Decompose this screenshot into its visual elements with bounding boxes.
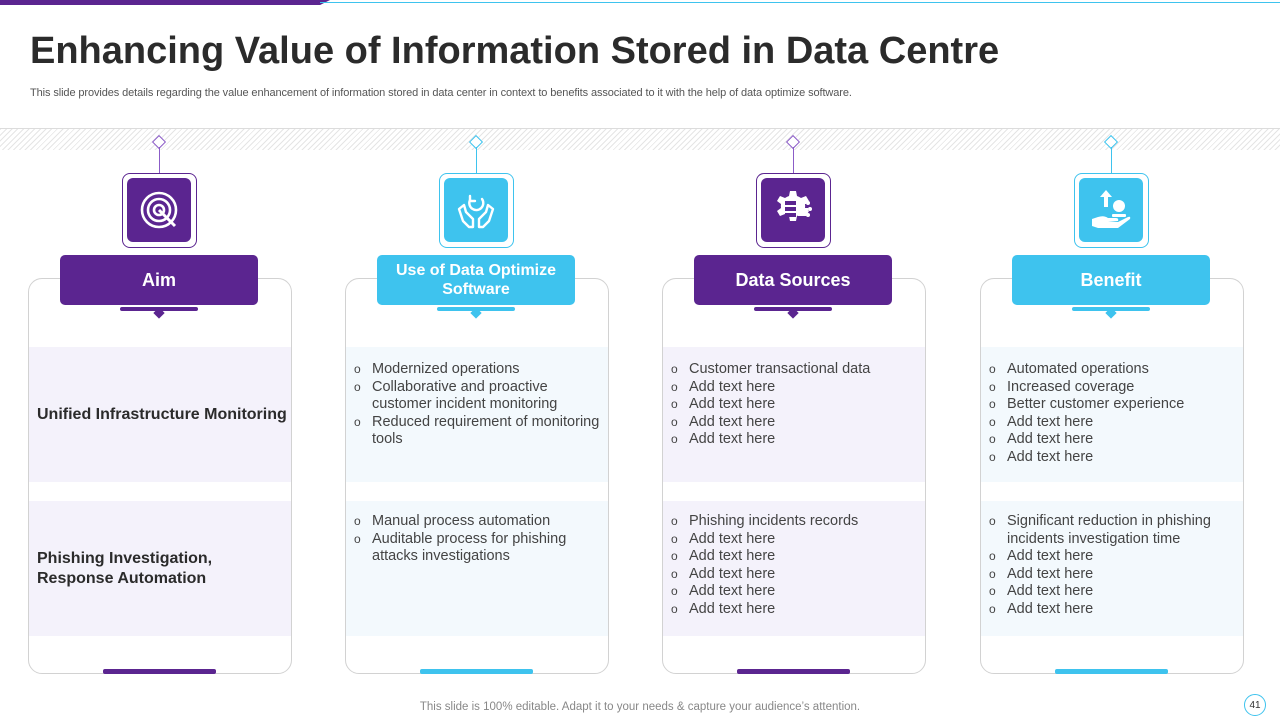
connector-line: [476, 147, 477, 173]
card-bottom-bar: [1055, 669, 1168, 674]
connector-line: [1111, 147, 1112, 173]
list-item: Modernized operations: [354, 361, 604, 379]
page-number: 41: [1244, 694, 1266, 716]
header-benefit: Benefit: [1012, 255, 1210, 305]
connector-line: [793, 147, 794, 173]
list-item: Manual process automation: [354, 513, 604, 531]
list-item: Add text here: [989, 431, 1239, 449]
column-benefit: Automated operations Increased coverage …: [980, 0, 1244, 720]
icon-frame: [439, 173, 514, 248]
list-item: Add text here: [671, 583, 921, 601]
header-aim: Aim: [60, 255, 258, 305]
bullet-list-2: Significant reduction in phishing incide…: [989, 513, 1239, 619]
list-item: Reduced requirement of monitoring tools: [354, 414, 604, 449]
list-item: Increased coverage: [989, 379, 1239, 397]
column-use-of-software: Modernized operations Collaborative and …: [345, 0, 609, 720]
hand-money-growth-icon: [1092, 190, 1131, 228]
gear-data-icon: [777, 191, 812, 221]
list-item: Phishing incidents records: [671, 513, 921, 531]
top-accent-bar: [0, 0, 330, 5]
list-item: Add text here: [671, 431, 921, 449]
top-accent-line: [320, 2, 1280, 3]
icon-frame: [122, 173, 197, 248]
card-aim: Unified Infrastructure Monitoring Phishi…: [28, 278, 292, 674]
slide-title: Enhancing Value of Information Stored in…: [30, 30, 1000, 72]
list-item: Add text here: [671, 531, 921, 549]
list-item: Customer transactional data: [671, 361, 921, 379]
list-item: Significant reduction in phishing incide…: [989, 513, 1239, 548]
bullet-list-1: Automated operations Increased coverage …: [989, 361, 1239, 467]
list-item: Better customer experience: [989, 396, 1239, 414]
bullet-list-2: Phishing incidents records Add text here…: [671, 513, 921, 619]
card-data-sources: Customer transactional data Add text her…: [662, 278, 926, 674]
list-item: Add text here: [989, 414, 1239, 432]
connector-line: [159, 147, 160, 173]
list-item: Auditable process for phishing attacks i…: [354, 531, 604, 566]
header-use-of-software: Use of Data Optimize Software: [377, 255, 575, 305]
icon-frame: [756, 173, 831, 248]
icon-frame: [1074, 173, 1149, 248]
bullet-list-1: Customer transactional data Add text her…: [671, 361, 921, 449]
hands-refresh-icon: [457, 194, 495, 229]
list-item: Add text here: [989, 548, 1239, 566]
card-use-of-software: Modernized operations Collaborative and …: [345, 278, 609, 674]
list-item: Add text here: [671, 396, 921, 414]
list-item: Add text here: [989, 601, 1239, 619]
hatched-divider: [0, 128, 1280, 150]
column-aim: Unified Infrastructure Monitoring Phishi…: [28, 0, 292, 720]
column-data-sources: Customer transactional data Add text her…: [662, 0, 926, 720]
row-label-1: Unified Infrastructure Monitoring: [37, 406, 287, 423]
target-icon: [140, 191, 178, 229]
list-item: Collaborative and proactive customer inc…: [354, 379, 604, 414]
list-item: Add text here: [671, 414, 921, 432]
list-item: Add text here: [989, 449, 1239, 467]
list-item: Add text here: [671, 548, 921, 566]
slide-subtitle: This slide provides details regarding th…: [30, 87, 852, 99]
bullet-list-2: Manual process automation Auditable proc…: [354, 513, 604, 566]
list-item: Add text here: [671, 379, 921, 397]
row-label-2: Phishing Investigation, Response Automat…: [37, 550, 213, 587]
card-bottom-bar: [420, 669, 533, 674]
list-item: Automated operations: [989, 361, 1239, 379]
list-item: Add text here: [671, 566, 921, 584]
card-benefit: Automated operations Increased coverage …: [980, 278, 1244, 674]
card-bottom-bar: [103, 669, 216, 674]
list-item: Add text here: [671, 601, 921, 619]
bullet-list-1: Modernized operations Collaborative and …: [354, 361, 604, 449]
list-item: Add text here: [989, 566, 1239, 584]
header-data-sources: Data Sources: [694, 255, 892, 305]
footer-note: This slide is 100% editable. Adapt it to…: [419, 701, 861, 713]
card-bottom-bar: [737, 669, 850, 674]
list-item: Add text here: [989, 583, 1239, 601]
